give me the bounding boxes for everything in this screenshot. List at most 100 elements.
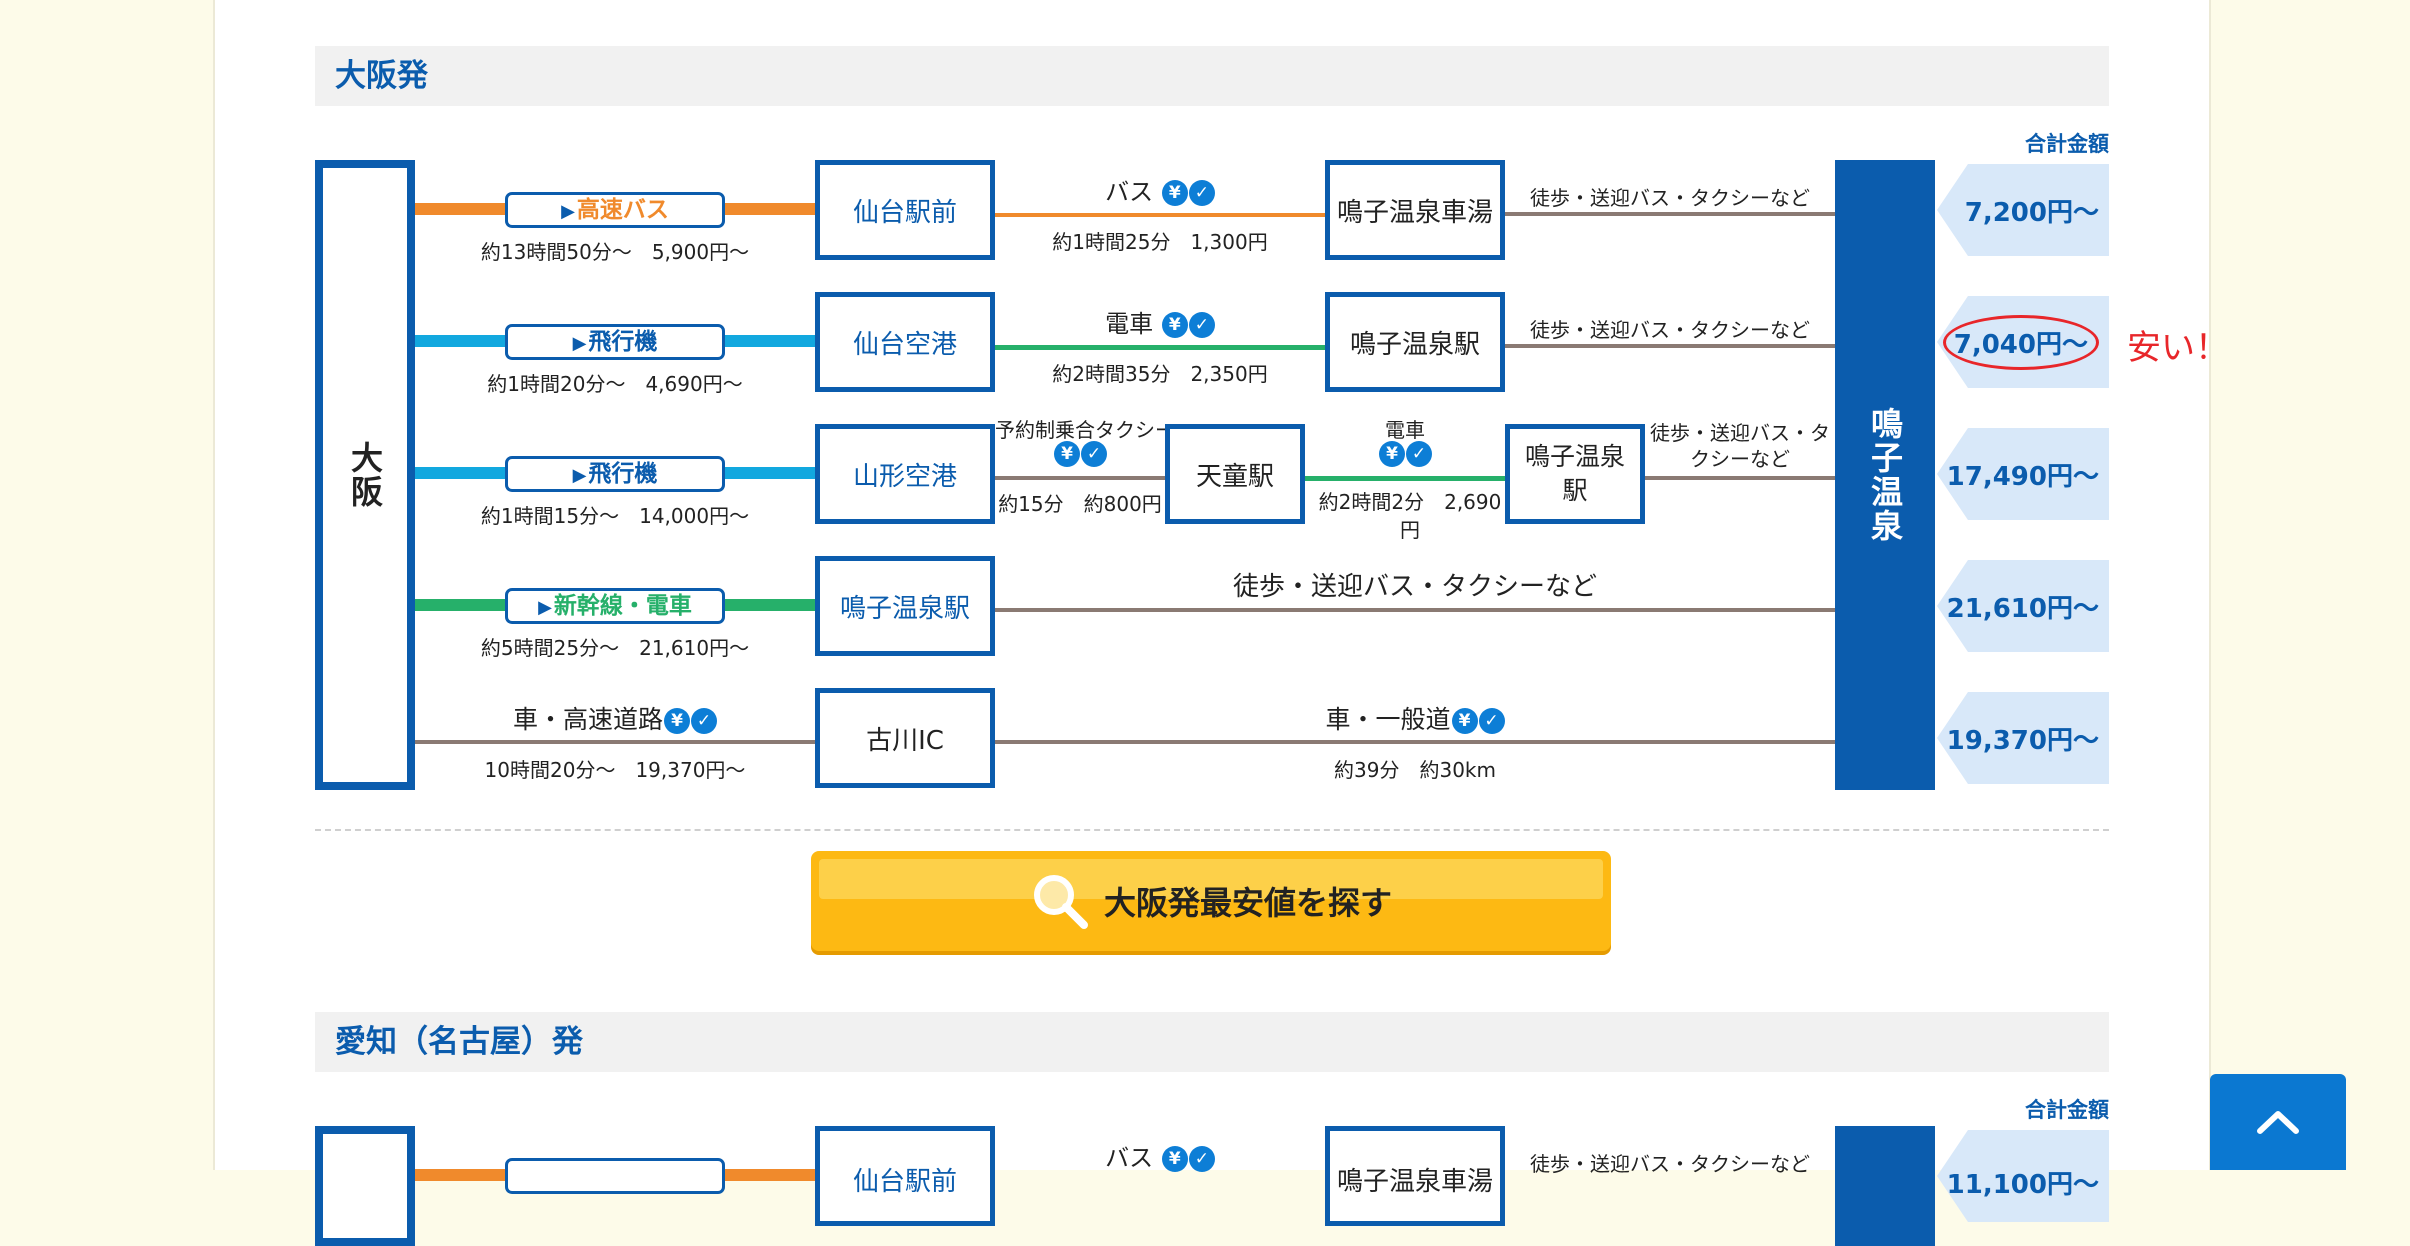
magnifier-icon [1033,875,1088,929]
origin-label: 大阪 [346,441,384,509]
station-tendo[interactable]: 天童駅 [1165,424,1305,524]
transfer-icons: ¥✓ [995,440,1165,467]
cheap-note: 安い！ [2127,328,2229,368]
transfer-line [1305,476,1505,481]
final-label: 徒歩・送迎バス・タクシーなど [1530,186,1810,210]
mode-text: 車・高速道路 [512,705,663,734]
station-yamagata-airport[interactable]: 山形空港 [815,424,995,524]
final-line [1505,212,1835,216]
destination-box: 鳴子温泉 [1835,160,1935,790]
transfer-sub: 約39分 約30km [1334,758,1496,782]
section-heading-aichi: 愛知（名古屋）発 [315,1012,2109,1072]
destination-label: 鳴子温泉 [1866,407,1904,543]
price-tag-row1: 11,100円～ [1937,1130,2109,1222]
transfer-label-row2: 電車 ¥✓ [995,304,1325,339]
final-label: 徒歩・送迎バス・タクシーなど [1530,318,1810,342]
price-tag-row1: 7,200円～ [1937,164,2109,256]
station-narugo-shayu[interactable]: 鳴子温泉車湯 [1325,1126,1505,1226]
mode-label-car: 車・高速道路¥✓ [415,700,815,736]
destination-box [1835,1126,1935,1246]
divider [315,829,2109,831]
mode-pill-bus[interactable]: ▶高速バス [505,192,725,228]
transfer-text: 車・一般道 [1325,705,1451,734]
transfer-text: バス [1105,1144,1154,1172]
check-icon: ✓ [691,708,717,734]
total-price-label: 合計金額 [2025,132,2109,156]
check-icon: ✓ [1406,440,1432,467]
transfer2-icons: ¥✓ [1305,440,1505,467]
check-icon: ✓ [1188,312,1215,338]
price-tag-row5: 19,370円～ [1937,692,2109,784]
mode-pill-shinkansen[interactable]: ▶新幹線・電車 [505,588,725,624]
transfer-label: バス ¥✓ [995,1138,1325,1173]
transfer-text: バス [1105,178,1154,206]
triangle-icon: ▶ [572,333,587,354]
station-narugo-onsen[interactable]: 鳴子温泉駅 [1505,424,1645,524]
station-narugo-onsen-direct[interactable]: 鳴子温泉駅 [815,556,995,656]
final-line [995,608,1835,612]
transfer-line [995,476,1165,480]
mode-label: 新幹線・電車 [553,593,692,619]
back-to-top-button[interactable] [2210,1074,2346,1170]
mode-sub: 約1時間15分～ 14,000円～ [480,504,750,528]
price-tag-row3: 17,490円～ [1937,428,2109,520]
origin-box: 大阪 [315,160,415,790]
station-sendai-airport[interactable]: 仙台空港 [815,292,995,392]
mode-sub: 約1時間20分～ 4,690円～ [487,372,743,396]
final-label: 徒歩・送迎バス・タクシーなど [1530,1152,1810,1176]
section-heading-osaka: 大阪発 [315,46,2109,106]
transfer-line [995,345,1325,350]
transfer-sub: 約15分 約800円 [998,492,1162,516]
mode-pill-bus[interactable] [505,1158,725,1194]
mode-label: 高速バス [576,197,669,223]
transfer2-sub: 約2時間2分 2,690円 [1318,490,1502,542]
search-button-label: 大阪発最安値を探す [1103,884,1392,922]
mode-label: 飛行機 [588,461,658,487]
transfer-label-row3: 予約制乗合タクシー [995,418,1175,442]
transfer2-label: 電車 [1385,418,1425,442]
station-sendai-ekimae[interactable]: 仙台駅前 [815,1126,995,1226]
check-icon: ✓ [1081,440,1107,467]
yen-icon: ¥ [1054,440,1080,467]
page-content: 大阪発 合計金額 大阪 鳴子温泉 ▶高速バス 約13時間50分～ 5,900円～… [213,0,2229,1246]
yen-icon: ¥ [1161,312,1188,338]
station-narugo-onsen[interactable]: 鳴子温泉駅 [1325,292,1505,392]
final-line [1505,344,1835,348]
station-furukawa-ic[interactable]: 古川IC [815,688,995,788]
triangle-icon: ▶ [561,201,575,222]
triangle-icon: ▶ [572,465,587,486]
check-icon: ✓ [1188,180,1215,206]
final-line [1645,476,1835,480]
transfer-text: 電車 [1105,310,1154,338]
mode-label: 飛行機 [588,329,658,355]
origin-box [315,1126,415,1246]
transfer-sub: 約1時間25分 1,300円 [1052,230,1268,254]
search-cheapest-button[interactable]: 大阪発最安値を探す [811,851,1611,951]
price-value: 7,040円～ [1942,314,2099,370]
mode-pill-plane[interactable]: ▶飛行機 [505,456,725,492]
mode-sub: 約5時間25分～ 21,610円～ [480,636,750,660]
station-narugo-shayu[interactable]: 鳴子温泉車湯 [1325,160,1505,260]
yen-icon: ¥ [1161,1146,1188,1172]
route-line-car [415,740,815,744]
mode-pill-plane[interactable]: ▶飛行機 [505,324,725,360]
triangle-icon: ▶ [538,597,552,618]
transfer-sub: 約2時間35分 2,350円 [1052,362,1268,386]
price-tag-row2: 7,040円～ [1937,296,2109,388]
yen-icon: ¥ [1161,180,1188,206]
check-icon: ✓ [1478,708,1505,734]
chevron-up-icon [2257,1111,2299,1134]
transfer-line [995,213,1325,217]
yen-icon: ¥ [1379,440,1405,467]
station-sendai-ekimae[interactable]: 仙台駅前 [815,160,995,260]
transfer-line [995,740,1835,744]
final-label: 徒歩・送迎バス・タクシーなど [1232,572,1597,602]
mode-sub: 10時間20分～ 19,370円～ [484,758,746,782]
mode-sub: 約13時間50分～ 5,900円～ [480,240,750,264]
yen-icon: ¥ [664,708,690,734]
transfer-label-row1: バス ¥✓ [995,172,1325,207]
check-icon: ✓ [1188,1146,1215,1172]
total-price-label: 合計金額 [2025,1098,2109,1122]
button-shine [819,859,1603,899]
price-tag-row4: 21,610円～ [1937,560,2109,652]
